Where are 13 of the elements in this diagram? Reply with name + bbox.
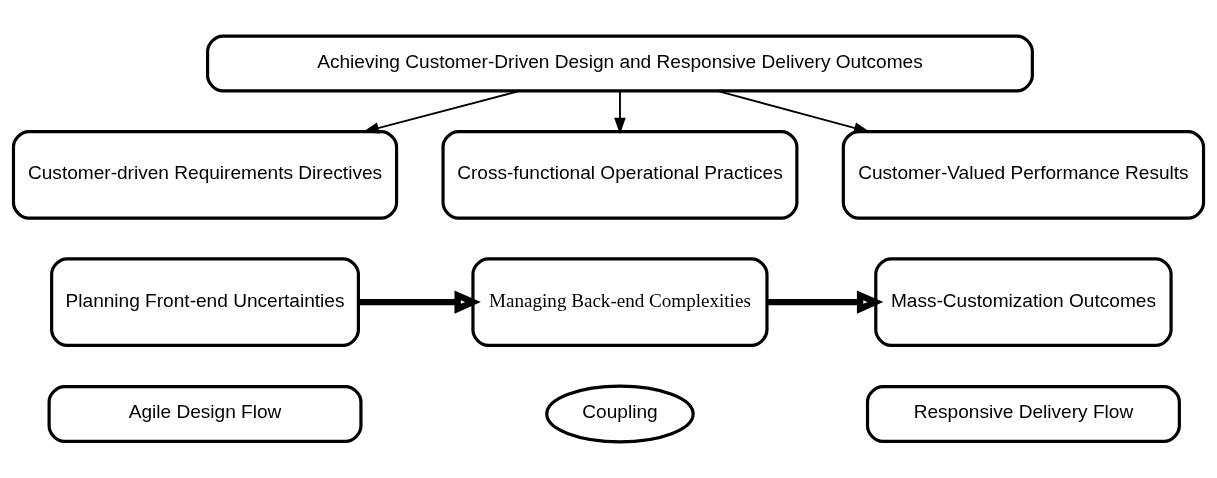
node-box: Responsive Delivery Flow [865,385,1181,443]
node-box: Cross-functional Operational Practices [441,129,799,220]
node-box: Planning Front-end Uncertainties [50,257,360,347]
node-box: Customer-Valued Performance Results [841,129,1206,220]
arrow [614,90,626,135]
arrow [767,290,884,314]
arrow [358,290,481,314]
node-box: Mass-Customization Outcomes [874,257,1173,347]
node-box: Managing Back-end Complexities [471,257,769,347]
node-box: Customer-driven Requirements Directives [11,129,399,220]
node-box: Achieving Customer-Driven Design and Responsive Delivery Outcomes [206,34,1034,93]
node-box: Agile Design Flow [47,385,363,443]
node-ellipse: Coupling [545,384,695,444]
